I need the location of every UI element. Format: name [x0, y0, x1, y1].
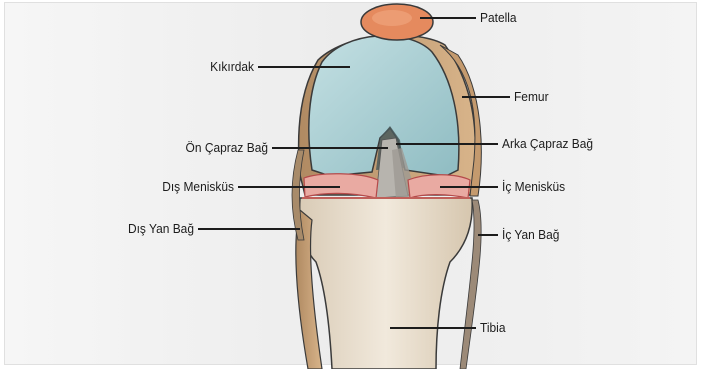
- label-ic-meniskus: İç Menisküs: [502, 180, 565, 194]
- label-dis-yan-bag: Dış Yan Bağ: [96, 222, 194, 236]
- label-on-capraz-bag: Ön Çapraz Bağ: [159, 141, 268, 155]
- label-tibia: Tibia: [480, 321, 505, 335]
- label-ic-yan-bag: İç Yan Bağ: [502, 228, 559, 242]
- label-patella: Patella: [480, 11, 517, 25]
- label-femur: Femur: [514, 90, 549, 104]
- tibia-bone: [300, 198, 473, 369]
- label-kikirdak: Kıkırdak: [168, 60, 254, 74]
- label-dis-meniskus: Dış Menisküs: [120, 180, 234, 194]
- label-arka-capraz-bag: Arka Çapraz Bağ: [502, 137, 593, 151]
